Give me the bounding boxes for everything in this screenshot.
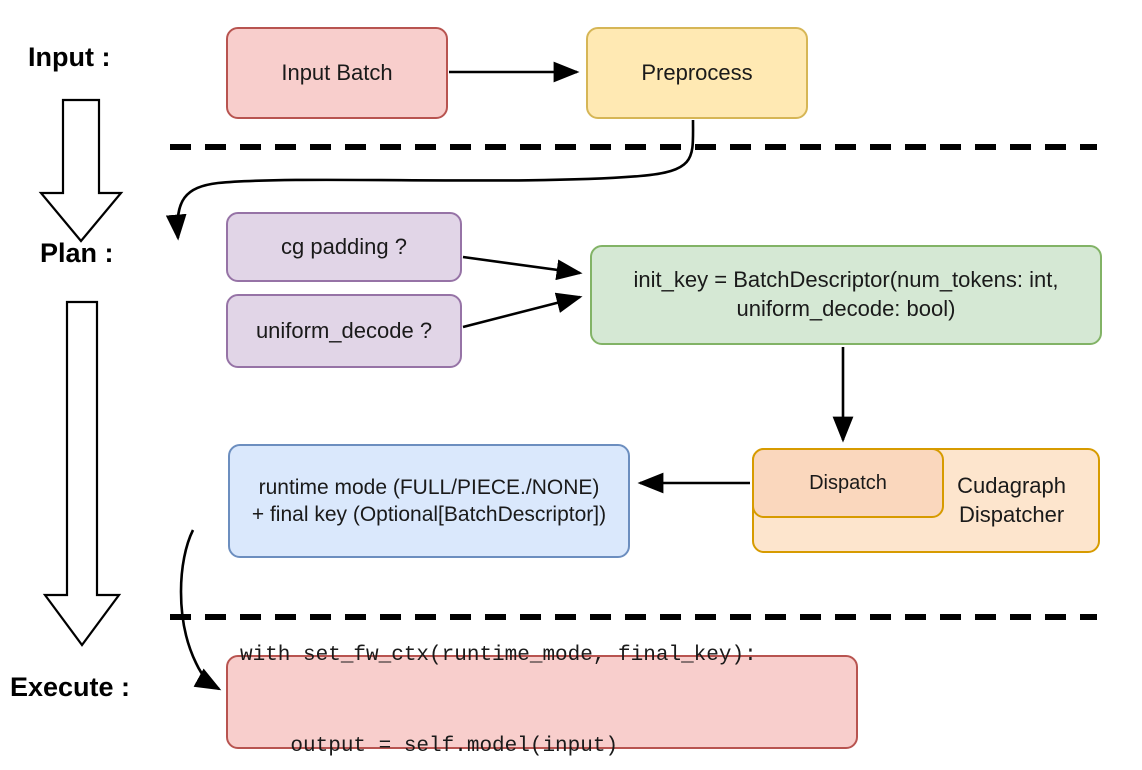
node-execute-code-line-1: with set_fw_ctx(runtime_mode, final_key)… xyxy=(240,644,757,668)
stage-arrow-plan-to-execute xyxy=(42,300,122,647)
node-uniform-decode-label: uniform_decode ? xyxy=(255,317,433,343)
node-dispatch[interactable]: Dispatch xyxy=(752,448,944,518)
stage-arrow-input-to-plan xyxy=(38,98,124,243)
node-init-key[interactable]: init_key = BatchDescriptor(num_tokens: i… xyxy=(590,245,1102,345)
node-cudagraph-dispatcher-line-2: Dispatcher xyxy=(958,501,1065,527)
stage-label-plan: Plan : xyxy=(40,238,114,268)
arrow-uniform-decode-to-init-key xyxy=(462,292,583,329)
node-cudagraph-dispatcher-line-1: Cudagraph xyxy=(957,472,1066,498)
node-runtime-mode-line-2: + final key (Optional[BatchDescriptor]) xyxy=(251,503,607,526)
node-execute-code[interactable]: with set_fw_ctx(runtime_mode, final_key)… xyxy=(226,644,858,758)
node-init-key-line-1: init_key = BatchDescriptor(num_tokens: i… xyxy=(633,267,1059,293)
arrow-runtime-mode-to-execute-code xyxy=(179,529,222,691)
node-cudagraph-dispatcher-text: Cudagraph Dispatcher xyxy=(957,472,1066,529)
stage-label-input: Input : xyxy=(28,42,111,72)
node-execute-code-text: with set_fw_ctx(runtime_mode, final_key)… xyxy=(240,580,757,770)
node-init-key-text: init_key = BatchDescriptor(num_tokens: i… xyxy=(634,266,1059,323)
node-runtime-mode[interactable]: runtime mode (FULL/PIECE./NONE) + final … xyxy=(228,444,630,558)
node-uniform-decode[interactable]: uniform_decode ? xyxy=(226,294,462,368)
arrow-cg-padding-to-init-key xyxy=(462,255,583,281)
node-cg-padding-label: cg padding ? xyxy=(281,233,407,259)
node-input-batch-label: Input Batch xyxy=(281,59,393,85)
node-cg-padding[interactable]: cg padding ? xyxy=(226,212,462,282)
node-dispatch-label: Dispatch xyxy=(809,472,887,494)
node-preprocess[interactable]: Preprocess xyxy=(586,27,808,119)
node-init-key-line-2: uniform_decode: bool) xyxy=(736,296,956,321)
node-runtime-mode-text: runtime mode (FULL/PIECE./NONE) + final … xyxy=(252,474,606,529)
node-runtime-mode-line-1: runtime mode (FULL/PIECE./NONE) xyxy=(258,475,600,499)
node-preprocess-label: Preprocess xyxy=(641,59,753,85)
stage-label-execute: Execute : xyxy=(10,672,131,702)
node-execute-code-line-2: output = self.model(input) xyxy=(240,735,619,759)
node-input-batch[interactable]: Input Batch xyxy=(226,27,448,119)
